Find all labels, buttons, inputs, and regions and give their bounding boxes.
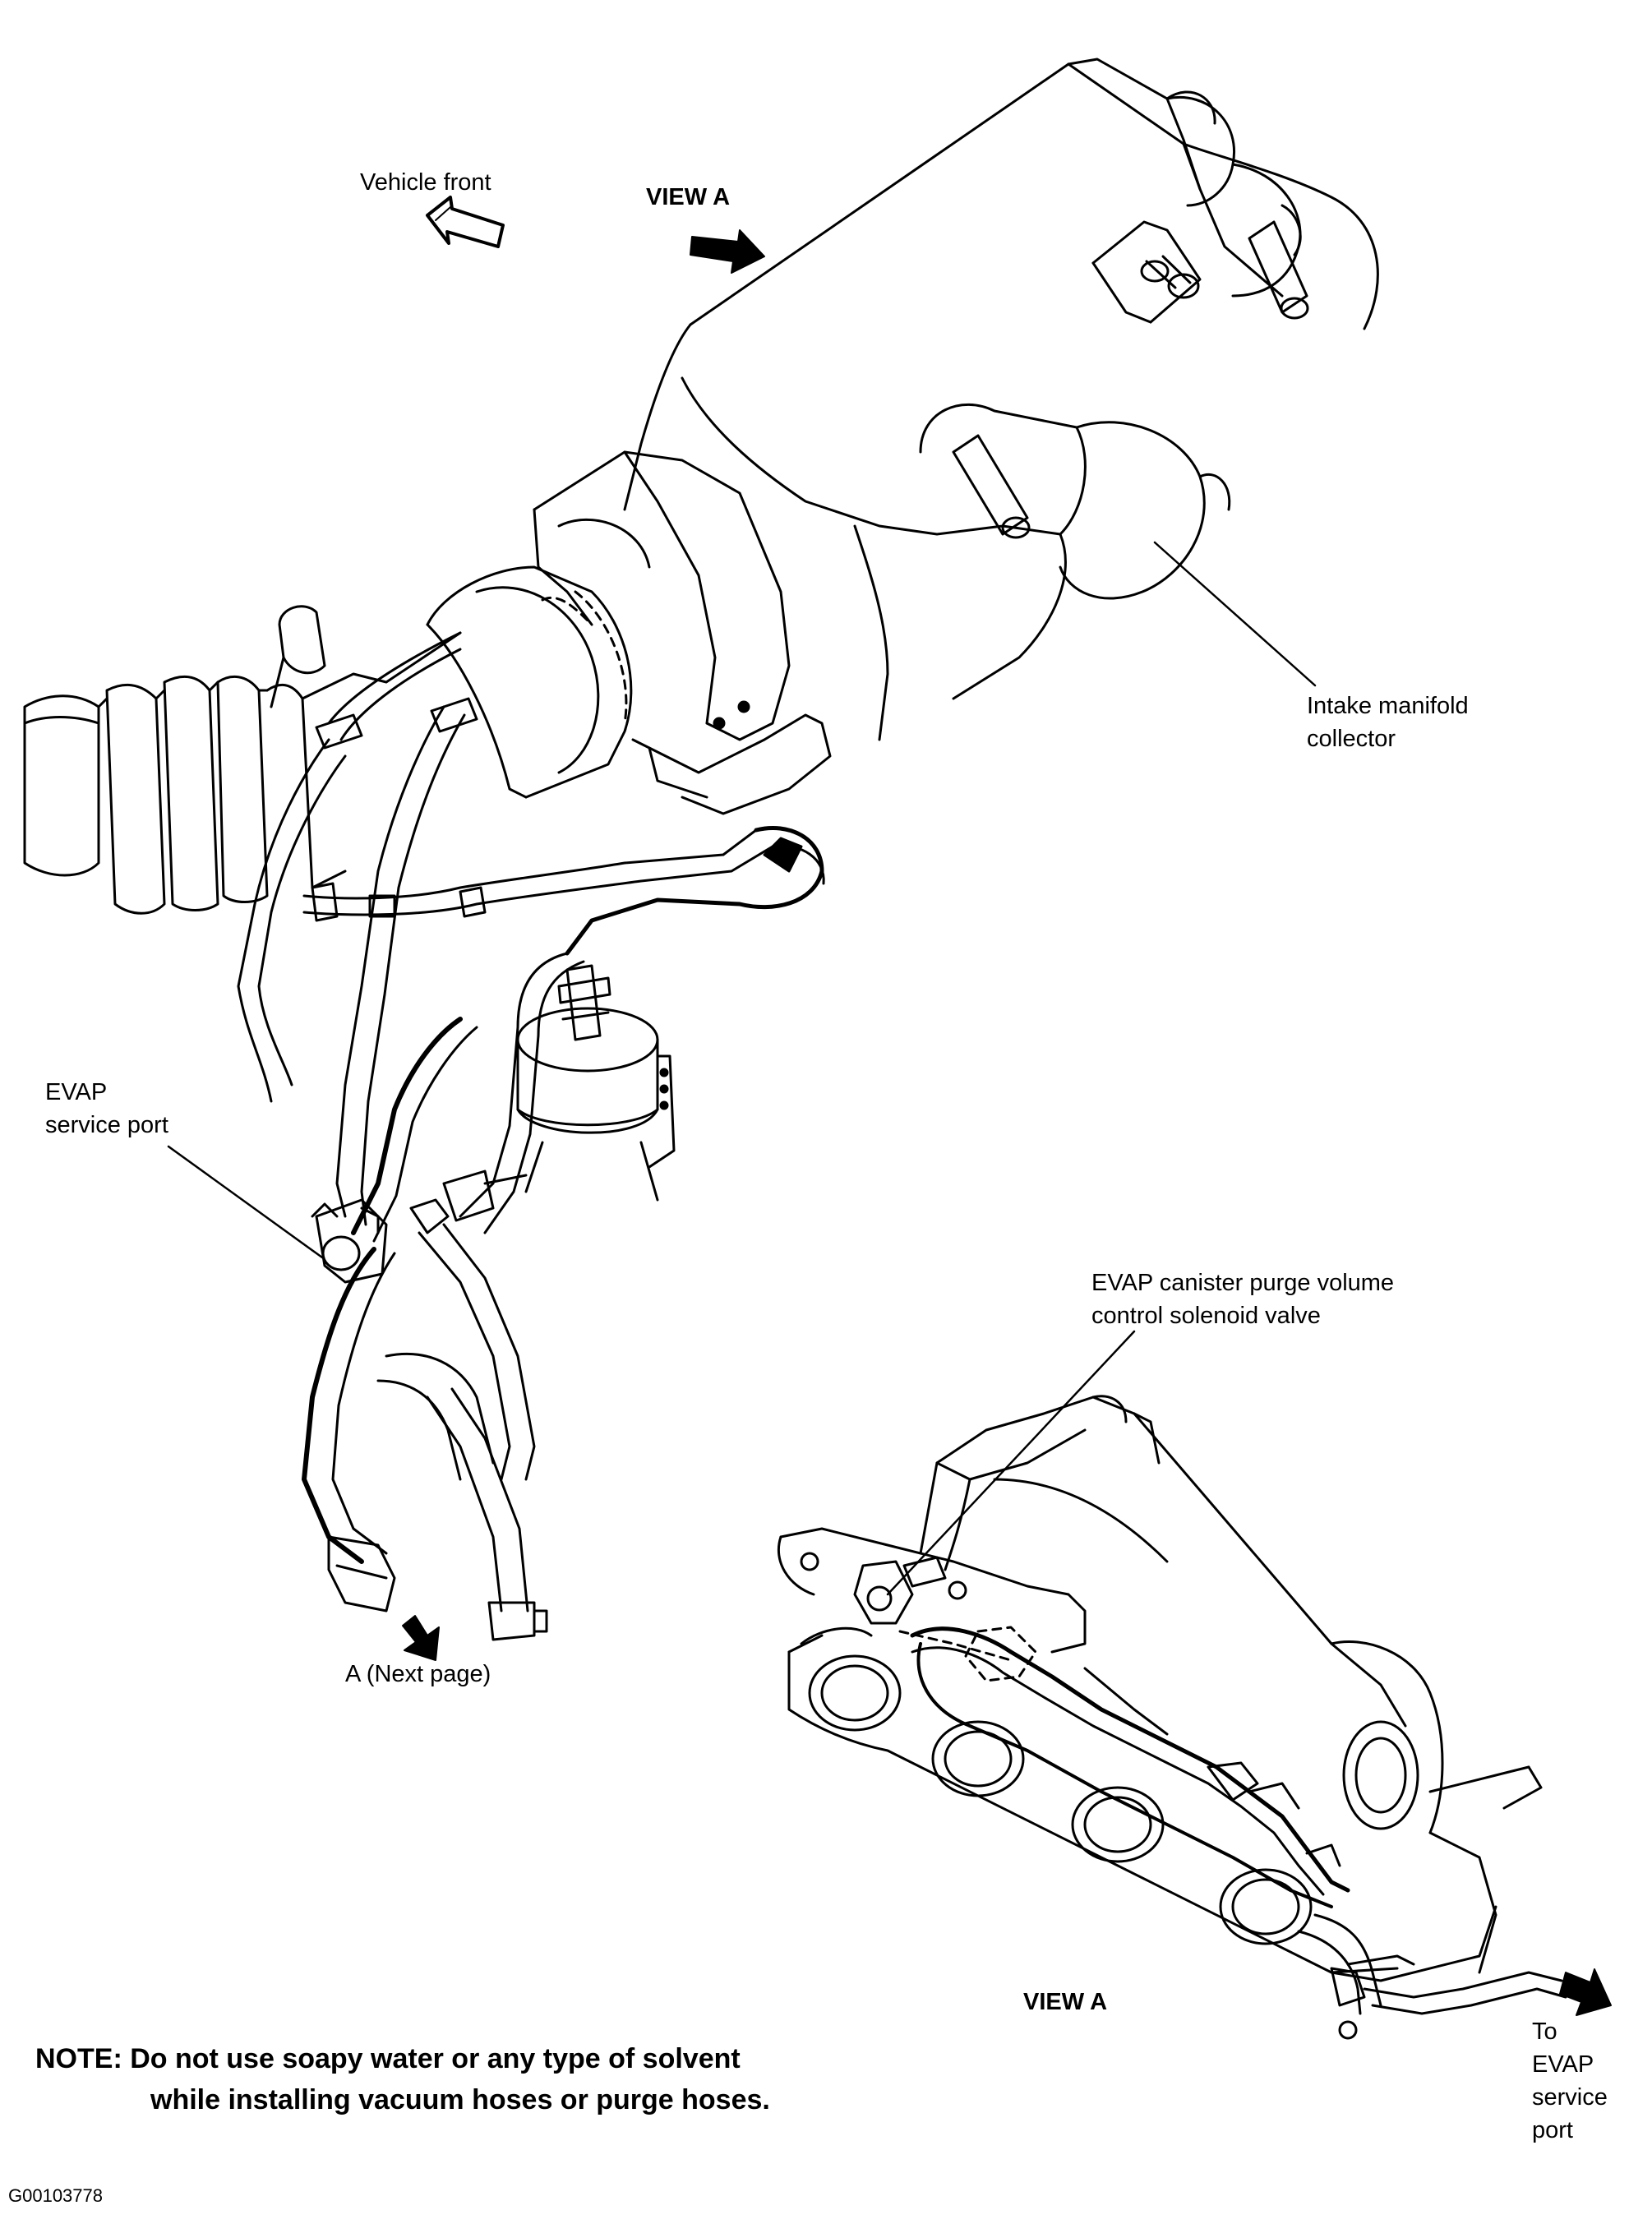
intake-manifold-label-line2: collector — [1307, 726, 1396, 752]
to-evap-label-line3: service — [1532, 2084, 1608, 2111]
next-page-label: A (Next page) — [345, 1661, 491, 1687]
view-a-bottom-label: VIEW A — [1023, 1989, 1108, 2015]
intake-manifold-collector — [623, 58, 1379, 741]
to-evap-label-line2: EVAP — [1532, 2051, 1594, 2078]
purge-valve-label-line1: EVAP canister purge volume — [1091, 1270, 1395, 1296]
purge-valve-label-line2: control solenoid valve — [1091, 1303, 1321, 1329]
purge-solenoid-body — [442, 964, 676, 1222]
next-page-arrow-icon — [402, 1615, 440, 1661]
throttle-body — [426, 450, 832, 815]
leader-lines — [167, 541, 1317, 1596]
intake-manifold-label-line1: Intake manifold — [1307, 693, 1469, 719]
vacuum-hose-routing — [237, 631, 825, 1641]
evap-service-port-label-line1: EVAP — [45, 1079, 108, 1105]
figure-id: G00103778 — [8, 2185, 103, 2206]
vehicle-front-arrow-icon — [426, 196, 505, 248]
evap-service-port-label-line2: service port — [45, 1112, 168, 1138]
view-a-assembly — [777, 1395, 1567, 2040]
view-a-arrow-icon — [690, 229, 765, 274]
note-line1: NOTE: Do not use soapy water or any type… — [35, 2043, 741, 2074]
view-a-top-label: VIEW A — [646, 184, 731, 210]
note-line2: while installing vacuum hoses or purge h… — [150, 2084, 770, 2115]
to-evap-port-arrow-icon — [1559, 1968, 1612, 2016]
to-evap-label-line1: To — [1532, 2018, 1557, 2045]
air-duct-bellows — [23, 605, 462, 915]
to-evap-label-line4: port — [1532, 2117, 1573, 2143]
vehicle-front-label: Vehicle front — [360, 169, 491, 196]
